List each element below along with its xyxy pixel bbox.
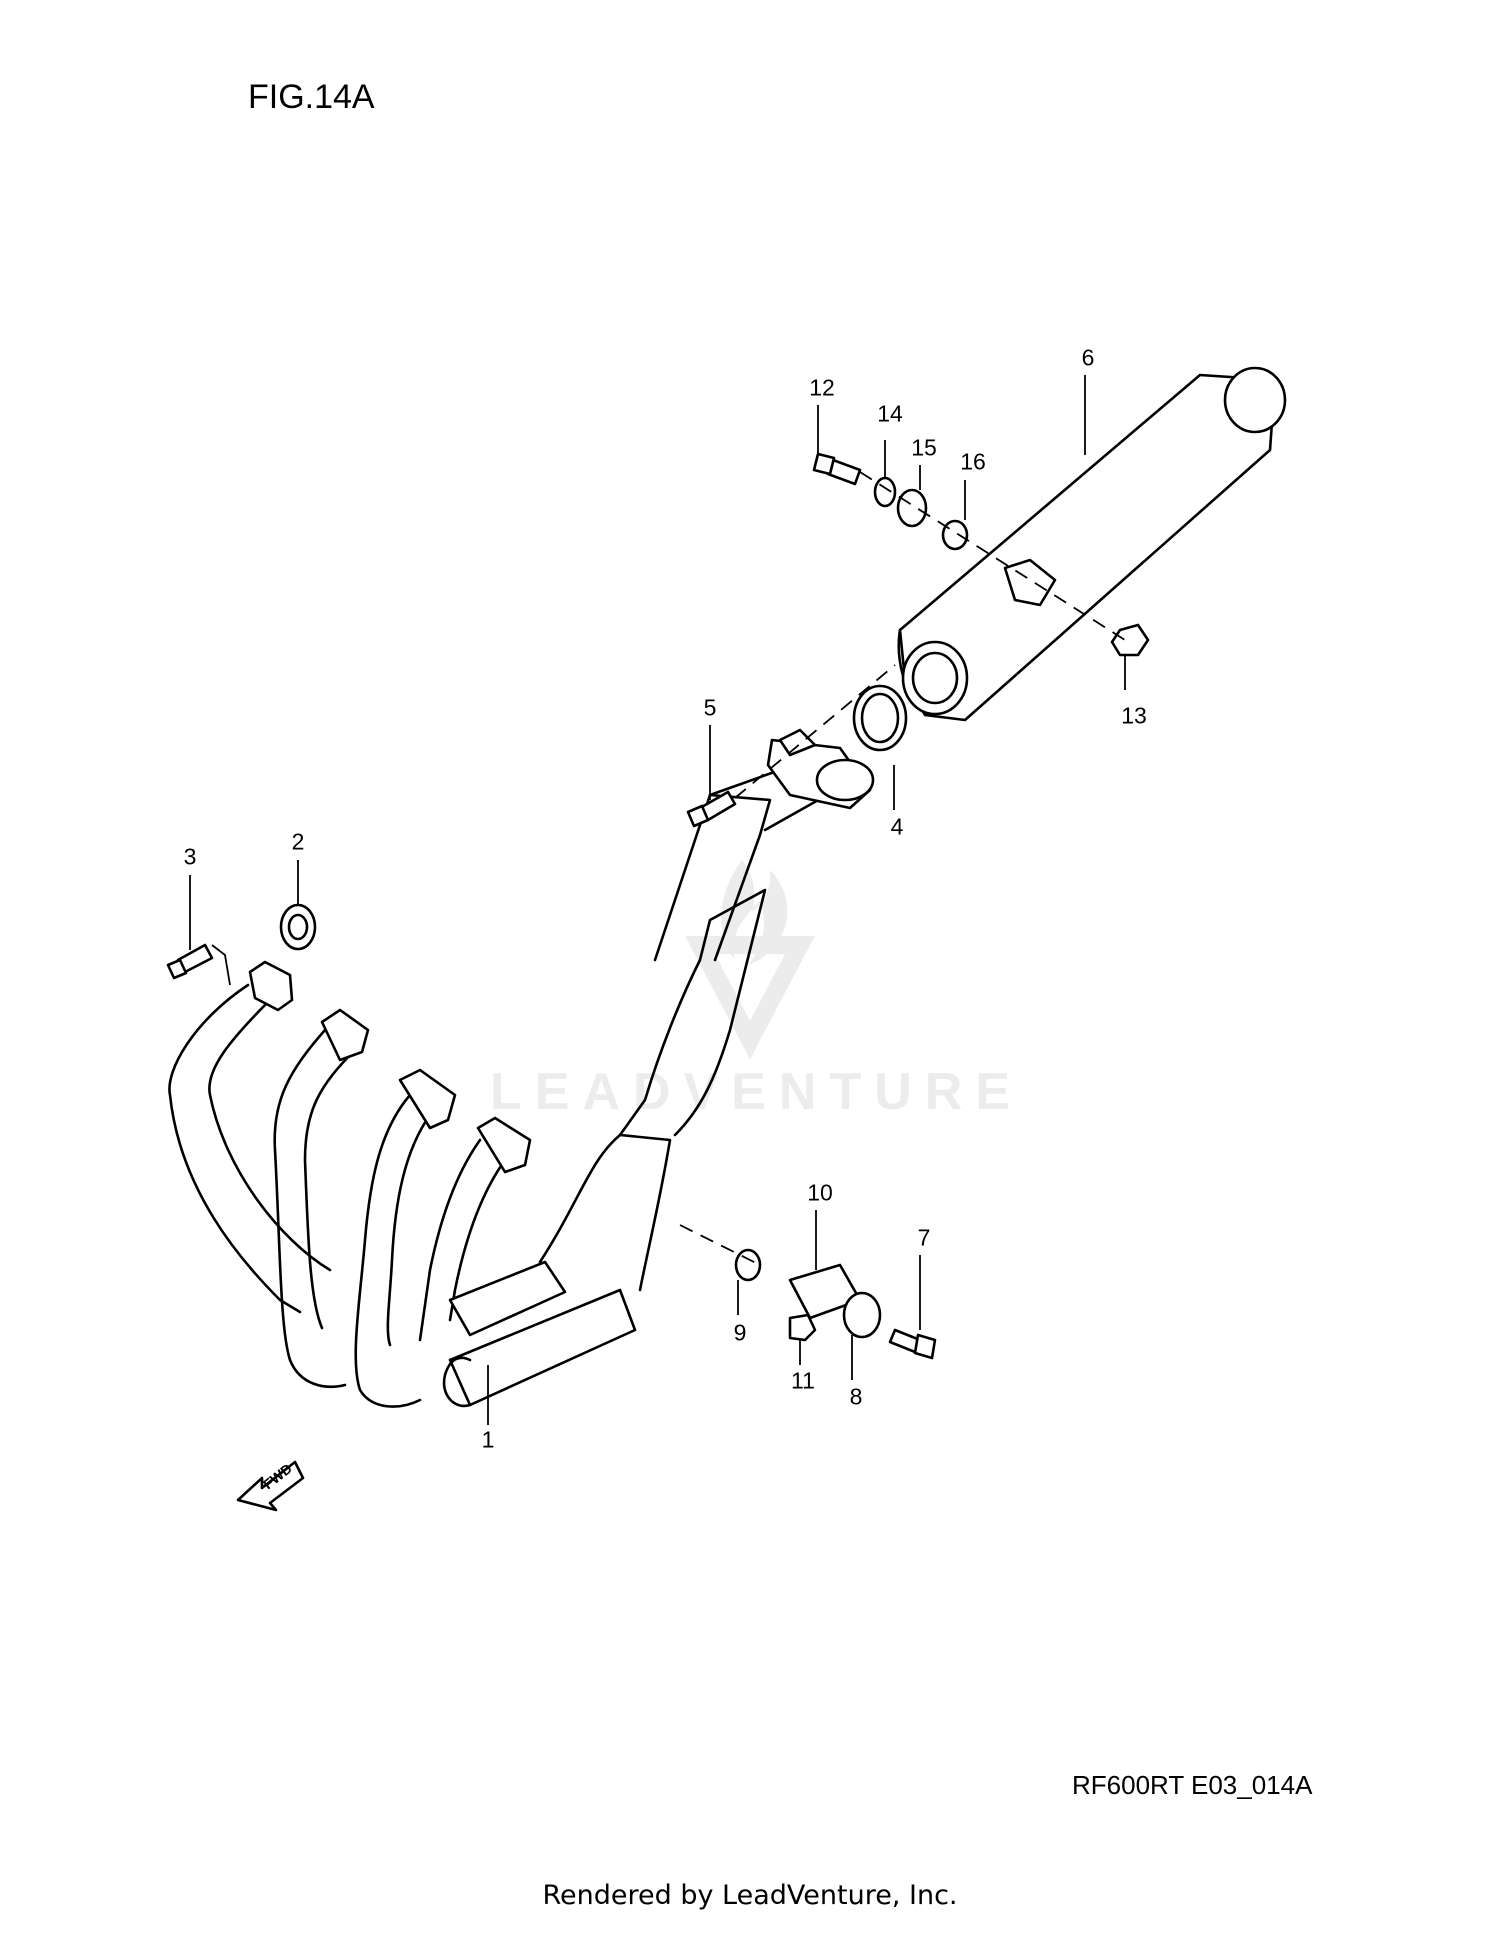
leader-lines [189,375,1126,1425]
callout-8: 8 [849,1383,863,1410]
hardware [166,452,1150,1360]
callout-7: 7 [917,1224,931,1251]
callout-9: 9 [733,1319,747,1346]
exhaust-header-pipes [168,888,767,1408]
callout-12: 12 [809,374,835,401]
callout-3: 3 [183,843,197,870]
exhaust-mid-pipe [653,728,875,962]
figure-title: FIG.14A [248,78,375,116]
callout-10: 10 [807,1179,833,1206]
callout-2: 2 [291,828,305,855]
callout-5: 5 [703,694,717,721]
callout-14: 14 [877,400,903,427]
callout-16: 16 [960,448,986,475]
callout-1: 1 [481,1426,495,1453]
assembly-lines [211,471,1126,1266]
fwd-arrow-icon [236,1460,305,1512]
callout-11: 11 [791,1367,815,1394]
callout-13: 13 [1121,702,1147,729]
figure-code: RF600RT E03_014A [1072,1770,1313,1800]
callout-15: 15 [911,434,937,461]
watermark-text: LEADVENTURE [490,1063,1024,1121]
rendered-by-footer: Rendered by LeadVenture, Inc. [542,1880,958,1911]
callout-4: 4 [890,813,904,840]
callout-6: 6 [1081,344,1095,371]
